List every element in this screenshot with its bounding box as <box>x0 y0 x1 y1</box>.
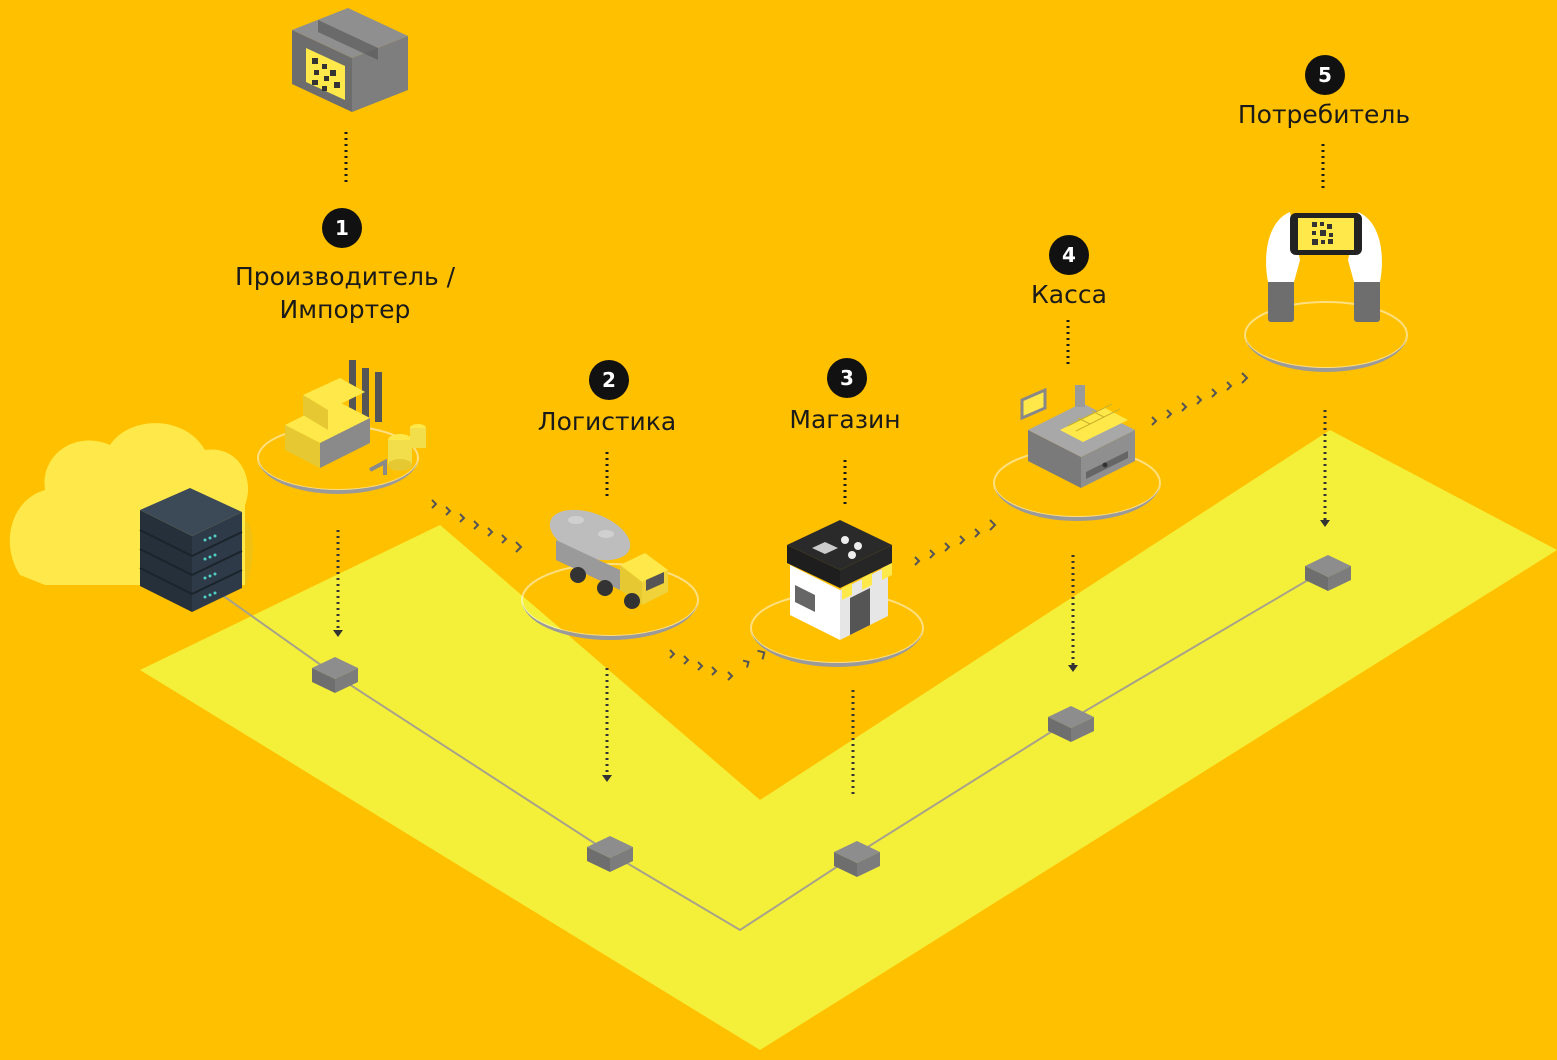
flow-arrows <box>431 372 1249 681</box>
stage-label-line: Магазин <box>789 405 901 434</box>
stage-label-line: Логистика <box>537 407 677 436</box>
stage-badge-1: 1 <box>322 208 362 248</box>
vertical-connectors <box>336 410 1327 795</box>
shop-icon <box>787 520 892 640</box>
connector-arrowheads <box>333 520 1330 782</box>
cash-register-icon <box>1020 385 1135 488</box>
stage-badge-4: 4 <box>1049 235 1089 275</box>
stage-badge-5: 5 <box>1305 55 1345 95</box>
stage-label-line: Потребитель <box>1237 100 1411 129</box>
stage-badge-2: 2 <box>589 360 629 400</box>
stage-label-logistics: Логистика <box>538 405 676 438</box>
stage-label-manufacturer: Производитель / Импортер <box>235 260 455 326</box>
package-icon <box>292 8 408 112</box>
ledger-node-4 <box>1048 706 1094 742</box>
truck-icon <box>549 509 668 609</box>
stage-badge-3: 3 <box>827 358 867 398</box>
ring-2 <box>521 563 699 640</box>
flow-arrow-2-3 <box>669 649 766 681</box>
factory-icon <box>285 360 426 475</box>
ledger-nodes <box>312 555 1351 877</box>
ledger-node-1 <box>312 657 358 693</box>
ledger-node-5 <box>1305 555 1351 591</box>
stage-label-line: Касса <box>1031 280 1107 309</box>
flow-arrow-3-4 <box>914 519 997 566</box>
ledger-platform <box>140 430 1557 1050</box>
ledger-node-3 <box>834 841 880 877</box>
stage-label-consumer: Потребитель <box>1238 98 1410 131</box>
stage-label-cashier: Касса <box>1031 278 1107 311</box>
stage-label-line: Импортер <box>279 295 411 324</box>
server-icon <box>139 488 243 612</box>
flow-arrow-1-2 <box>431 499 523 553</box>
flow-arrow-4-5 <box>1151 372 1249 426</box>
stage-label-line: Производитель / <box>234 262 456 291</box>
ledger-node-2 <box>587 836 633 872</box>
phone-hands-icon <box>1266 212 1382 322</box>
ring-5 <box>1244 301 1408 372</box>
label-connectors <box>344 132 1325 505</box>
stage-label-shop: Магазин <box>789 403 900 436</box>
